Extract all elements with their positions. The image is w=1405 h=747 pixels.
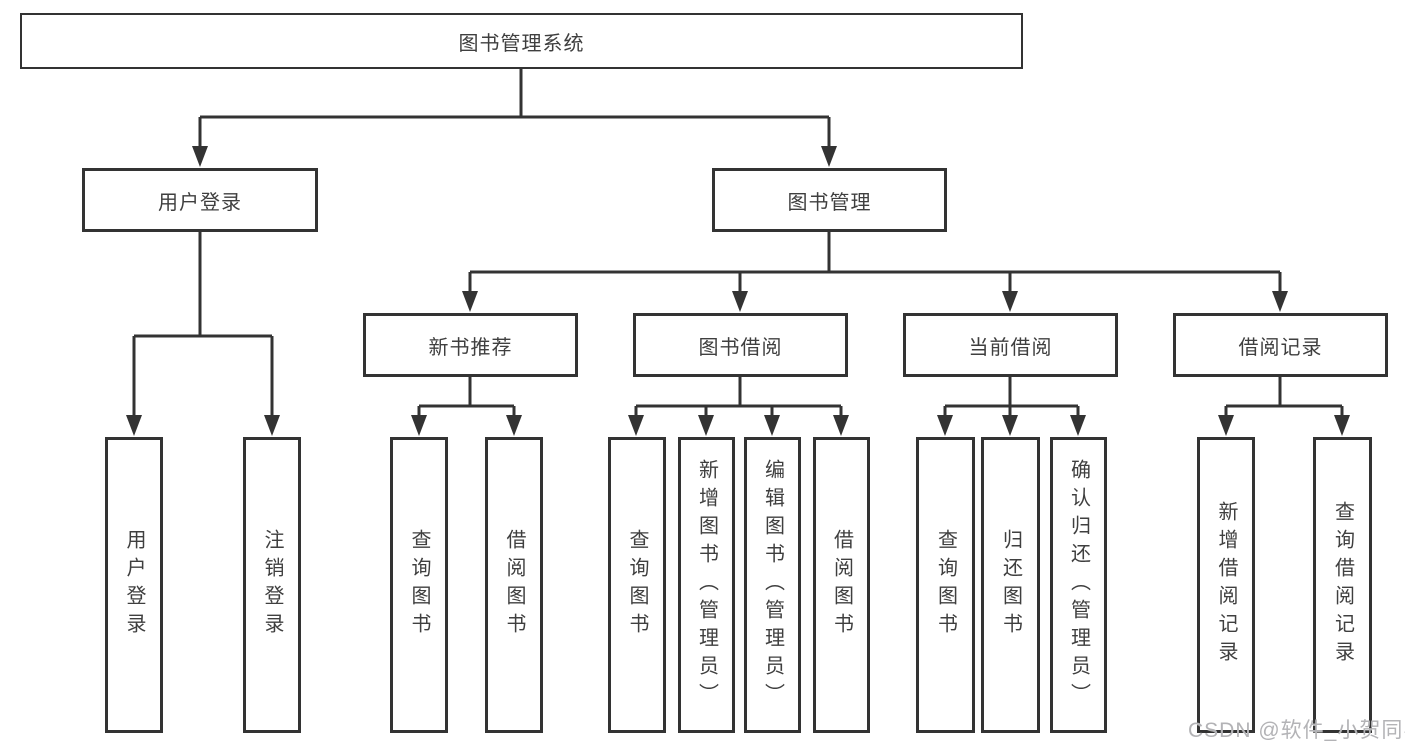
leaf-borrow-book-recommend: 借阅图书 xyxy=(485,437,543,733)
branch-book-management: 图书管理 xyxy=(712,168,947,232)
leaf-query-book-borrowing: 查询图书 xyxy=(608,437,666,733)
leaf-label: 借阅图书 xyxy=(830,529,853,641)
leaf-confirm-return-admin: 确认归还（管理员） xyxy=(1050,437,1107,733)
leaf-logout: 注销登录 xyxy=(243,437,301,733)
leaf-query-borrow-record: 查询借阅记录 xyxy=(1313,437,1372,733)
root-node: 图书管理系统 xyxy=(20,13,1023,69)
leaf-return-book: 归还图书 xyxy=(981,437,1040,733)
leaf-label: 编辑图书（管理员） xyxy=(761,459,784,711)
group-current-borrowing: 当前借阅 xyxy=(903,313,1118,377)
leaf-label: 查询图书 xyxy=(408,529,430,641)
node-label: 当前借阅 xyxy=(968,336,1053,359)
leaf-user-login: 用户登录 xyxy=(105,437,163,733)
leaf-label: 借阅图书 xyxy=(503,529,525,641)
node-label: 图书借阅 xyxy=(698,336,783,359)
leaf-query-book-recommend: 查询图书 xyxy=(390,437,448,733)
group-book-borrowing: 图书借阅 xyxy=(633,313,848,377)
leaf-borrow-book-borrowing: 借阅图书 xyxy=(813,437,870,733)
leaf-label: 查询借阅记录 xyxy=(1331,501,1354,669)
leaf-label: 查询图书 xyxy=(626,529,648,641)
node-label: 借阅记录 xyxy=(1238,336,1323,359)
leaf-add-book-admin: 新增图书（管理员） xyxy=(678,437,735,733)
leaf-query-book-current: 查询图书 xyxy=(916,437,975,733)
leaf-label: 查询图书 xyxy=(934,529,957,641)
node-label: 新书推荐 xyxy=(428,336,513,359)
leaf-add-borrow-record: 新增借阅记录 xyxy=(1197,437,1255,733)
leaf-edit-book-admin: 编辑图书（管理员） xyxy=(744,437,801,733)
group-borrow-records: 借阅记录 xyxy=(1173,313,1388,377)
csdn-watermark: CSDN @软件_小贺同学 xyxy=(1188,719,1405,742)
group-new-book-recommend: 新书推荐 xyxy=(363,313,578,377)
leaf-label: 新增图书（管理员） xyxy=(695,459,718,711)
leaf-label: 用户登录 xyxy=(123,529,145,641)
node-label: 图书管理 xyxy=(787,191,872,214)
leaf-label: 注销登录 xyxy=(261,529,283,641)
branch-user-login: 用户登录 xyxy=(82,168,318,232)
node-label: 图书管理系统 xyxy=(458,32,585,55)
leaf-label: 确认归还（管理员） xyxy=(1067,459,1090,711)
node-label: 用户登录 xyxy=(158,191,242,214)
leaf-label: 归还图书 xyxy=(999,529,1022,641)
leaf-label: 新增借阅记录 xyxy=(1215,501,1237,669)
